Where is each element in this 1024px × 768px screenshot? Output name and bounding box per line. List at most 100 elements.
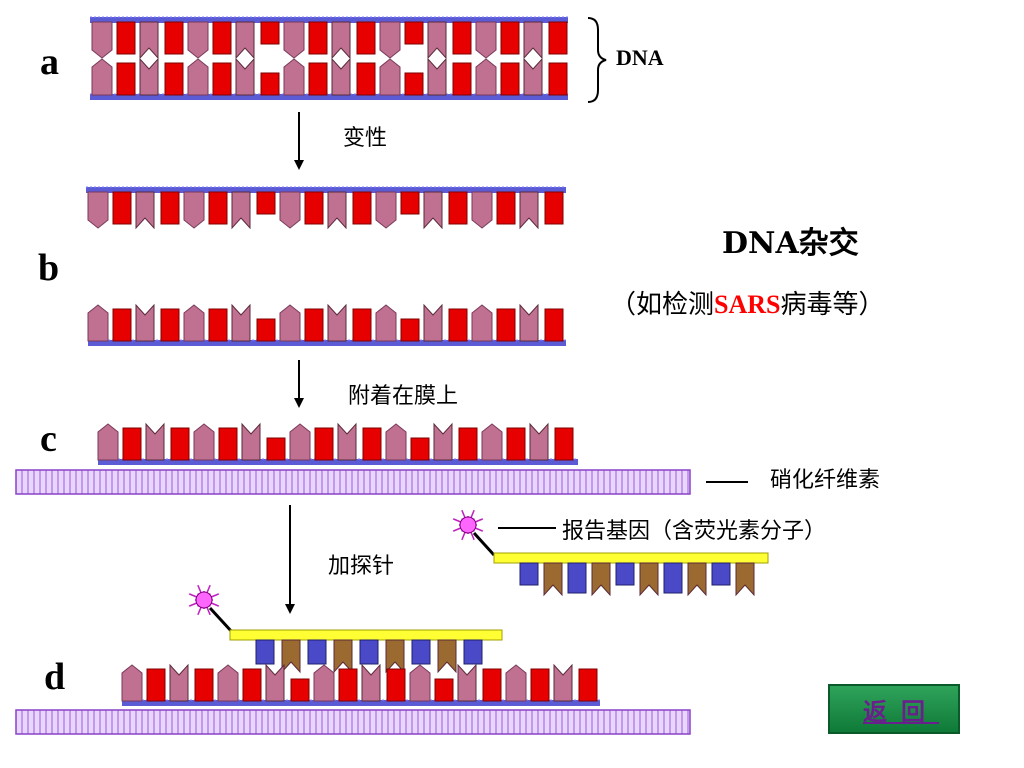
back-button-label: 返回 (863, 696, 939, 726)
strand-a-bottom-base (427, 57, 447, 96)
strand-d-base (313, 664, 335, 702)
strand-a-top-base (308, 21, 328, 55)
strand-a-bottom-base (404, 72, 424, 96)
strand-b-top-base (400, 191, 420, 215)
reporter-probe-base (543, 562, 563, 597)
arrow-attach-head (294, 398, 304, 408)
strand-c-base (170, 427, 190, 461)
dna-label: DNA (616, 45, 664, 70)
strand-b-bottom-base (231, 303, 251, 342)
strand-a-bottom-base (308, 62, 328, 96)
strand-b-top-base (87, 191, 109, 229)
strand-a-top-base (404, 21, 424, 45)
strand-c-base (241, 422, 261, 461)
attach-label: 附着在膜上 (348, 384, 459, 409)
strand-c-base (362, 427, 382, 461)
probe-label: 加探针 (328, 554, 395, 579)
strand-c-base (385, 423, 407, 461)
reporter-probe-base (519, 562, 539, 586)
strand-d-base (553, 663, 573, 702)
strand-c-base (122, 427, 142, 461)
strand-c-base (97, 423, 119, 461)
strand-b-bottom-base (400, 318, 420, 342)
strand-b-top-base (352, 191, 372, 225)
strand-a-bottom-base (139, 57, 159, 96)
dna-brace (587, 17, 607, 103)
strand-d-base (530, 668, 550, 702)
strand-d-base (386, 668, 406, 702)
strand-a-top-base (187, 21, 209, 59)
strand-c-base (433, 422, 453, 461)
strand-a-bottom-base (212, 62, 232, 96)
strand-d-base (169, 663, 189, 702)
strand-b-bottom-base (135, 303, 155, 342)
hybrid-linker (208, 606, 234, 634)
subtitle-highlight: SARS (714, 290, 781, 319)
strand-c-base (145, 422, 165, 461)
strand-d-base (505, 664, 527, 702)
reporter-probe-base (735, 562, 755, 597)
strand-d-base (409, 664, 431, 702)
strand-a-bottom-base (91, 58, 113, 96)
strand-b-bottom-base (448, 308, 468, 342)
strand-a-top-base (548, 21, 568, 55)
denature-label: 变性 (343, 126, 388, 151)
subtitle-prefix: （如检测 (610, 290, 715, 320)
strand-c-base (289, 423, 311, 461)
strand-b-bottom-base (544, 308, 564, 342)
strand-a-bottom-base (331, 57, 351, 96)
strand-b-bottom-base (208, 308, 228, 342)
strand-b-top-base (160, 191, 180, 225)
strand-a-top-backbone (90, 17, 568, 23)
nitrocellulose-membrane-c (15, 469, 691, 495)
strand-b-top-base (112, 191, 132, 225)
hybrid-probe-base (463, 639, 483, 665)
strand-a-bottom-base (475, 58, 497, 96)
strand-a-bottom-base (116, 62, 136, 96)
reporter-probe-base (687, 562, 707, 597)
strand-c-base (337, 422, 357, 461)
strand-c-base (506, 427, 526, 461)
arrow-probe-head (285, 604, 295, 614)
strand-b-bottom-base (304, 308, 324, 342)
reporter-probe-bar (493, 552, 769, 564)
strand-a-top-base (212, 21, 232, 55)
strand-b-top-base (279, 191, 301, 229)
page-subtitle: （如检测SARS病毒等） (610, 284, 885, 321)
strand-d-base (338, 668, 358, 702)
hybrid-probe-base (333, 639, 353, 674)
reporter-probe-base (567, 562, 587, 594)
reporter-probe-base (711, 562, 731, 586)
strand-a-bottom-base (500, 62, 520, 96)
hybrid-fluor (195, 591, 213, 609)
reporter-fluor (459, 516, 477, 534)
step-a-label: a (40, 41, 59, 83)
subtitle-suffix: 病毒等） (780, 290, 885, 320)
strand-d-base (578, 668, 598, 702)
strand-d-base (361, 663, 381, 702)
strand-c-base (554, 427, 574, 461)
strand-b-top-base (327, 191, 347, 230)
strand-a-top-base (452, 21, 472, 55)
strand-b-top-base (448, 191, 468, 225)
strand-a-bottom-base (187, 58, 209, 96)
strand-a-top-base (139, 21, 159, 60)
hybrid-probe-base (385, 639, 405, 674)
strand-a-top-base (260, 21, 280, 45)
strand-c-base (218, 427, 238, 461)
back-button[interactable]: 返回 (828, 684, 960, 734)
strand-b-bottom-base (183, 304, 205, 342)
reporter-linker (472, 531, 496, 557)
strand-b-bottom-base (327, 303, 347, 342)
strand-b-bottom-backbone (88, 340, 566, 346)
step-d-label: d (44, 656, 66, 698)
arrow-denature-head (294, 160, 304, 170)
strand-a-top-base (379, 21, 401, 59)
hybrid-probe-base (255, 639, 275, 665)
strand-b-bottom-base (519, 303, 539, 342)
strand-d-base (217, 664, 239, 702)
strand-a-bottom-base (260, 72, 280, 96)
strand-a-top-base (427, 21, 447, 60)
strand-d-base (194, 668, 214, 702)
